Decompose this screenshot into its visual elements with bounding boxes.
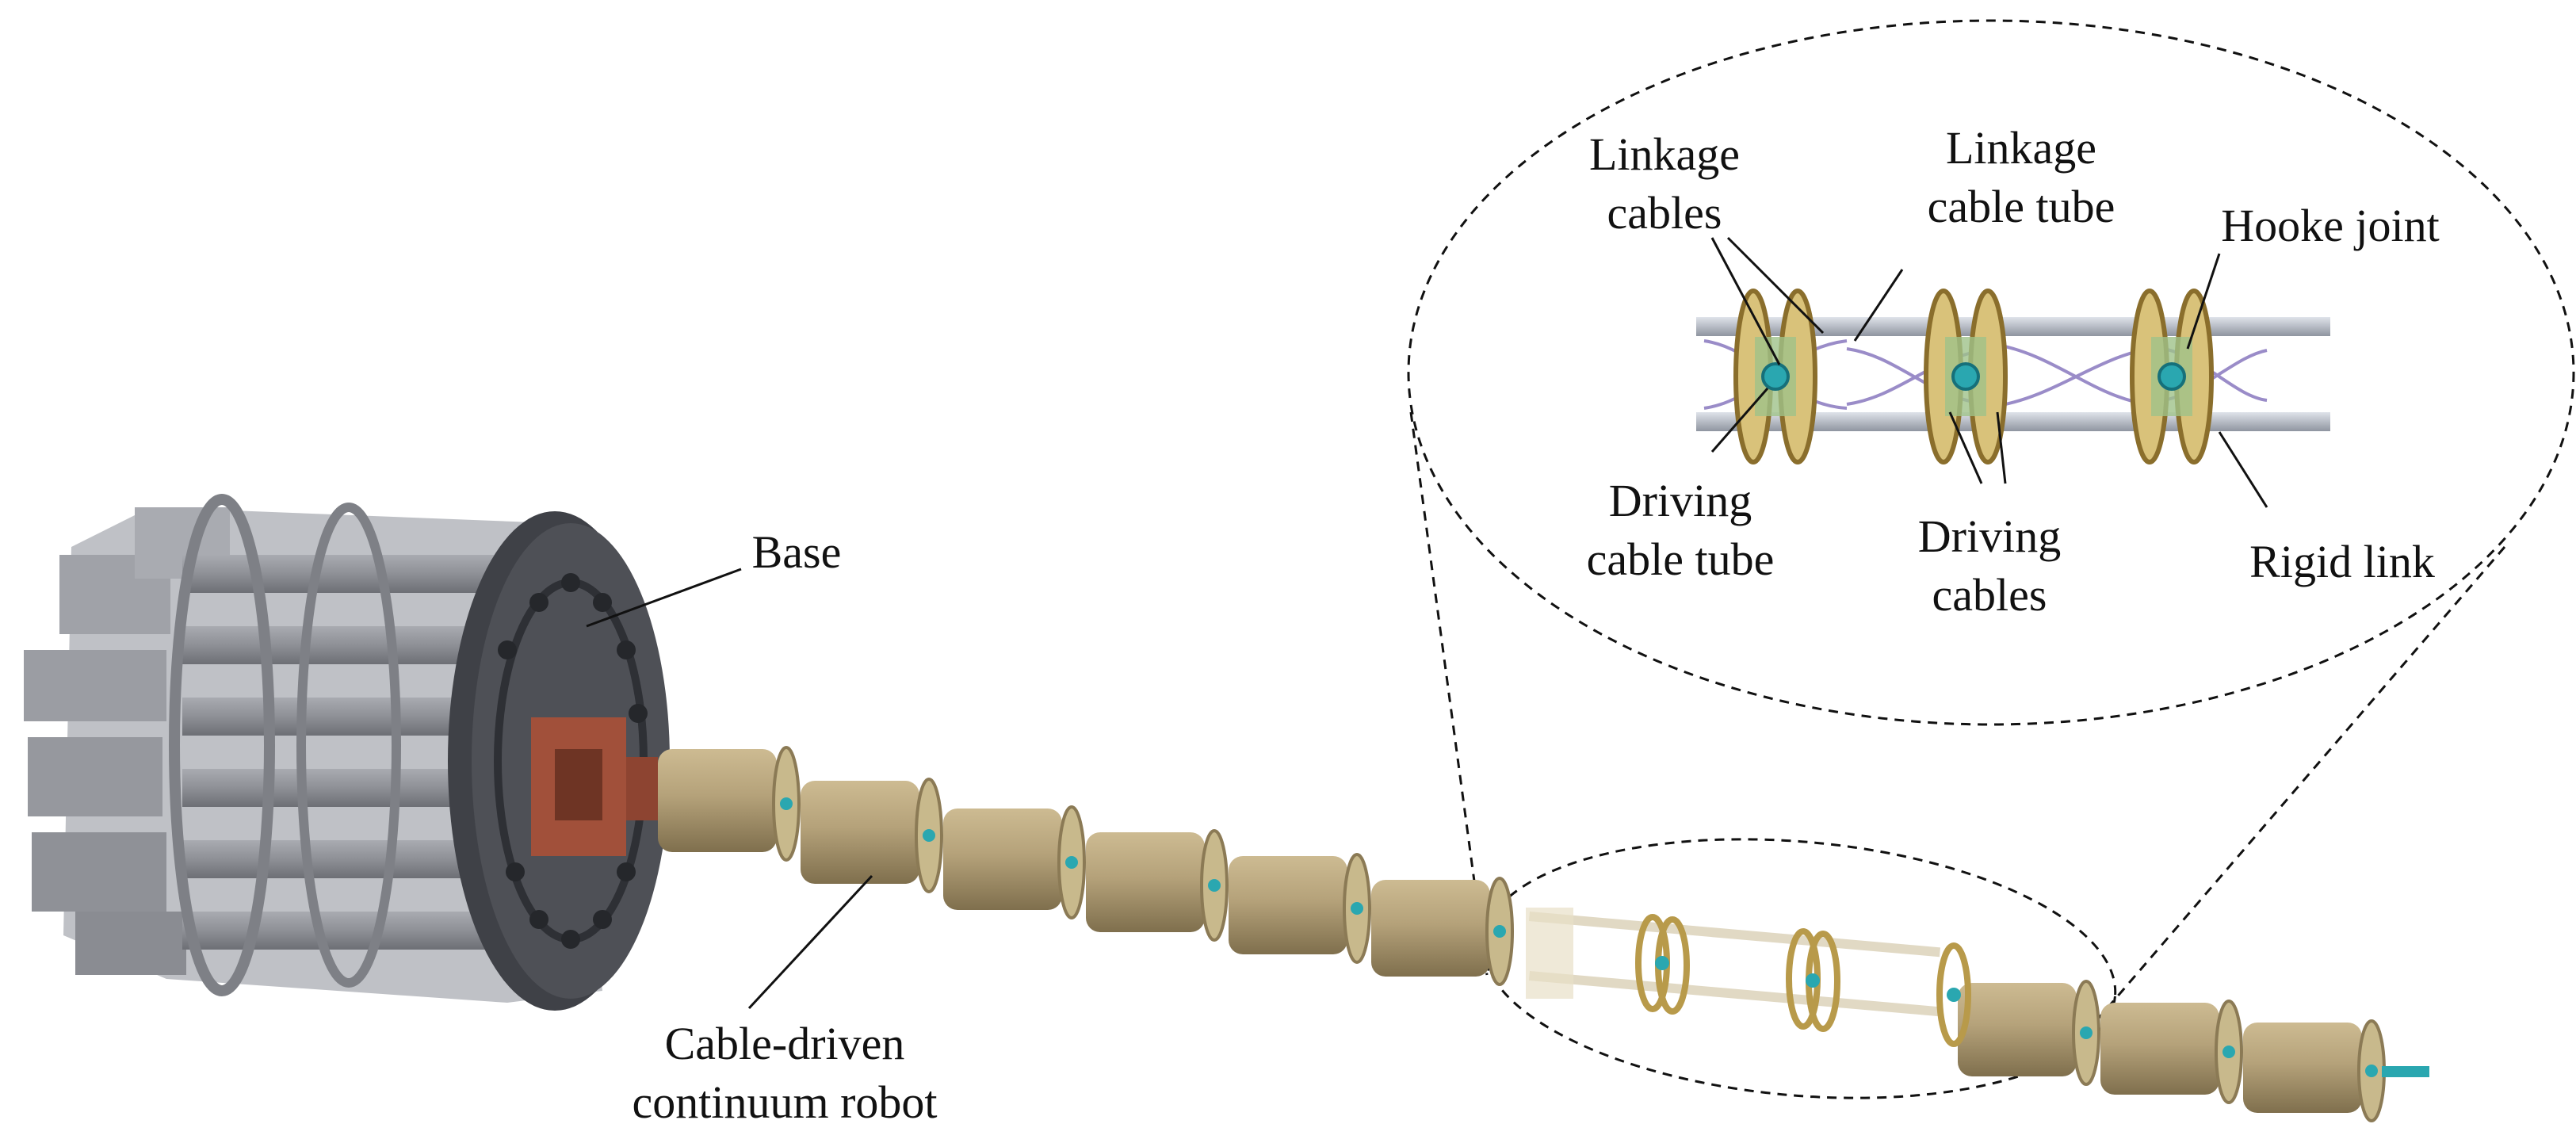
hooke-joint-marker xyxy=(780,797,793,810)
label-hooke-joint: Hooke joint xyxy=(2221,200,2440,251)
hooke-joint-marker xyxy=(923,829,935,842)
hooke-joint-marker xyxy=(1208,879,1221,892)
base-plate xyxy=(448,511,670,1011)
hooke-joint-icon xyxy=(1761,362,1790,391)
robot-segment xyxy=(2100,1003,2219,1095)
robot-segment xyxy=(658,749,777,852)
label-continuum-robot: Cable-driven continuum robot xyxy=(632,1018,938,1128)
robot-segment xyxy=(801,781,919,884)
robot-segment xyxy=(1229,856,1347,954)
hooke-joint-icon xyxy=(2157,362,2186,391)
zoom-connector-line xyxy=(2059,546,2506,1063)
zoom-callout-ellipse xyxy=(1407,19,2575,726)
hooke-joint-marker xyxy=(2365,1065,2378,1077)
base-adapter xyxy=(531,717,658,856)
robot-segments xyxy=(658,746,2429,1122)
label-driving-cable-tube: Driving cable tube xyxy=(1586,475,1775,585)
leader-lines xyxy=(586,236,2268,1010)
hooke-joint-marker xyxy=(2080,1026,2093,1039)
label-linkage-cable-tube: Linkage cable tube xyxy=(1927,122,2115,232)
robot-segment xyxy=(1086,832,1205,932)
hooke-joint-icon xyxy=(1951,362,1980,391)
hooke-joint-marker xyxy=(2222,1046,2235,1058)
hooke-joint-marker xyxy=(1065,856,1078,869)
hooke-joint-marker xyxy=(1493,925,1506,938)
label-base: Base xyxy=(751,526,842,578)
open-section xyxy=(1526,908,1971,1047)
robot-segment xyxy=(943,809,1062,910)
hooke-joint-marker xyxy=(1351,902,1363,915)
label-driving-cables: Driving cables xyxy=(1917,510,2062,621)
zoom-source-ellipse xyxy=(1481,838,2117,1099)
base-housing xyxy=(24,494,602,1003)
inset-detail xyxy=(1696,289,2330,464)
label-rigid-link: Rigid link xyxy=(2249,536,2435,587)
robot-segment xyxy=(1958,983,2077,1076)
robot-tip xyxy=(2382,1066,2429,1077)
label-linkage-cables: Linkage cables xyxy=(1588,128,1741,239)
robot-segment xyxy=(2243,1023,2362,1113)
robot-segment xyxy=(1371,880,1490,977)
